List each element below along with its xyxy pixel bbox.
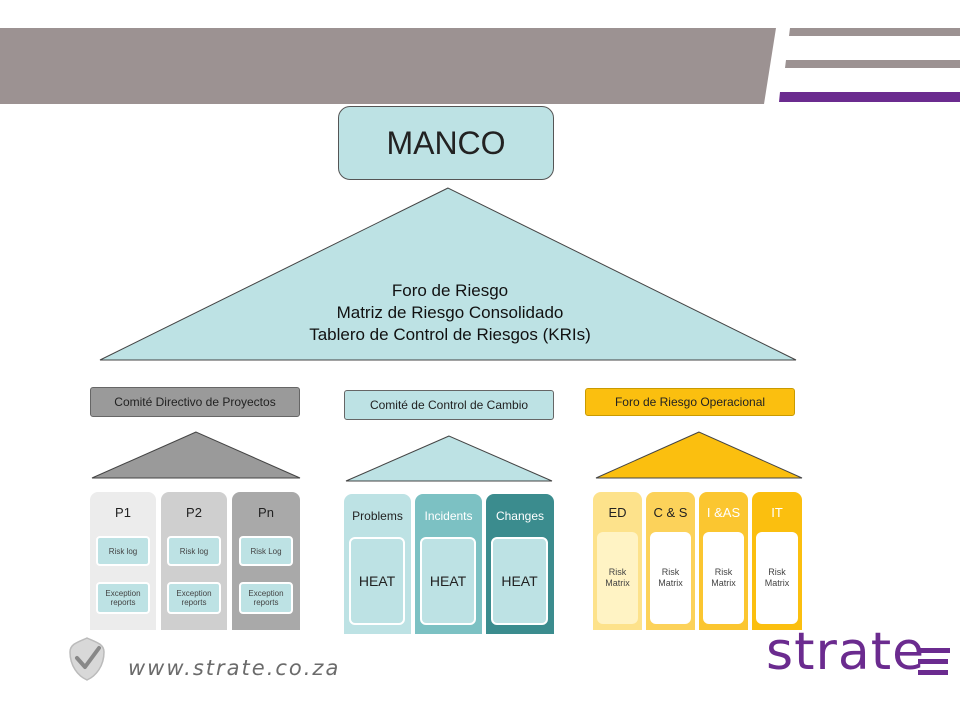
badge-icon — [69, 637, 105, 681]
banner-line-3 — [779, 92, 960, 102]
manco-label: MANCO — [386, 124, 506, 161]
operational-column-name: IT — [771, 505, 783, 520]
risk-matrix: Risk Matrix — [703, 532, 744, 624]
project-name: P2 — [186, 505, 202, 520]
project-name: P1 — [115, 505, 131, 520]
foro-line-2: Matriz de Riesgo Consolidado — [336, 303, 564, 322]
operational-forum-box: Foro de Riesgo Operacional — [585, 388, 795, 416]
operational-column-ias: I &AS Risk Matrix — [699, 492, 748, 630]
operational-column-it: IT Risk Matrix — [752, 492, 802, 630]
heat-box: HEAT — [349, 537, 405, 625]
header-banner — [0, 28, 960, 104]
change-triangle — [345, 435, 553, 482]
project-column-p2: P2 Risk log Exception reports — [161, 492, 227, 630]
strate-logo: strate — [766, 622, 925, 682]
projects-committee-box: Comité Directivo de Proyectos — [90, 387, 300, 417]
exception-reports: Exception reports — [167, 582, 221, 614]
risk-matrix: Risk Matrix — [597, 532, 638, 624]
operational-triangle — [595, 431, 803, 479]
website-url[interactable]: www.strate.co.za — [128, 656, 341, 680]
banner-line-2 — [785, 60, 960, 68]
risk-matrix: Risk Matrix — [756, 532, 798, 624]
project-column-p1: P1 Risk log Exception reports — [90, 492, 156, 630]
projects-committee-label: Comité Directivo de Proyectos — [114, 394, 276, 409]
change-column-changes: Changes HEAT — [486, 494, 554, 634]
risk-log: Risk log — [167, 536, 221, 566]
exception-reports: Exception reports — [96, 582, 150, 614]
strate-logo-text: strate — [766, 622, 926, 682]
project-column-pn: Pn Risk Log Exception reports — [232, 492, 300, 630]
operational-column-name: I &AS — [706, 505, 741, 520]
projects-triangle — [91, 431, 301, 479]
risk-log: Risk log — [96, 536, 150, 566]
risk-log: Risk Log — [239, 536, 293, 566]
change-committee-label: Comité de Control de Cambio — [369, 397, 529, 412]
manco-box: MANCO — [338, 106, 554, 180]
foro-text-block: Foro de Riesgo Matriz de Riesgo Consolid… — [200, 280, 700, 346]
logo-bars-icon — [918, 648, 950, 675]
risk-matrix: Risk Matrix — [650, 532, 691, 624]
change-column-name: Changes — [495, 509, 545, 523]
heat-box: HEAT — [420, 537, 476, 625]
operational-column-name: C & S — [653, 505, 688, 520]
heat-box: HEAT — [491, 537, 548, 625]
foro-line-1: Foro de Riesgo — [391, 281, 509, 300]
banner-line-1 — [789, 28, 960, 36]
foro-de-riesgo-triangle — [99, 187, 797, 361]
change-column-name: Problems — [352, 509, 403, 523]
exception-reports: Exception reports — [239, 582, 293, 614]
foro-line-3: Tablero de Control de Riesgos (KRIs) — [309, 325, 591, 344]
banner-gray-band — [0, 28, 776, 104]
change-committee-box: Comité de Control de Cambio — [344, 390, 554, 420]
change-column-name: Incidents — [424, 509, 473, 523]
operational-column-ed: ED Risk Matrix — [593, 492, 642, 630]
operational-column-name: ED — [608, 505, 627, 520]
change-column-problems: Problems HEAT — [344, 494, 411, 634]
change-column-incidents: Incidents HEAT — [415, 494, 482, 634]
operational-column-cs: C & S Risk Matrix — [646, 492, 695, 630]
project-name: Pn — [258, 505, 274, 520]
operational-forum-label: Foro de Riesgo Operacional — [614, 394, 766, 409]
